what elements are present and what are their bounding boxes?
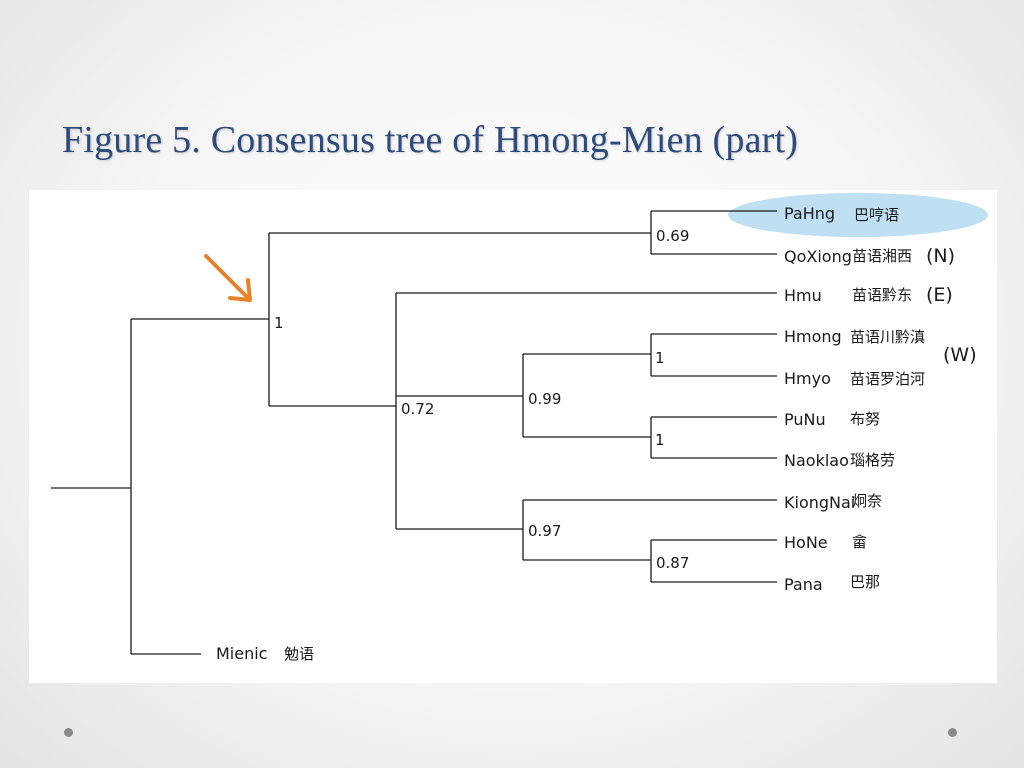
leaf-cn-qoxiong: 苗语湘西 bbox=[852, 247, 912, 265]
support-pahng-qoxiong: 0.69 bbox=[656, 227, 689, 245]
leaf-name-punu: PuNu bbox=[784, 410, 826, 429]
support-hone-pana: 0.87 bbox=[656, 554, 689, 572]
tree-figure: 0.69 1 0.72 0.99 1 1 0.97 0.87 PaHng QoX… bbox=[29, 190, 997, 683]
leaf-name-kiongnai: KiongNai bbox=[784, 493, 855, 512]
pahng-highlight bbox=[728, 193, 988, 237]
support-hmong-hmyo: 1 bbox=[655, 349, 665, 367]
group-mark-north: (N) bbox=[926, 245, 955, 267]
leaf-name-pahng: PaHng bbox=[784, 204, 835, 223]
leaf-cn-naoklao: 瑙格劳 bbox=[850, 451, 895, 469]
support-kiongnai-hone-pana: 0.97 bbox=[528, 522, 561, 540]
decorative-dot-left bbox=[64, 728, 73, 737]
group-mark-west: (W) bbox=[943, 344, 977, 366]
leaf-name-qoxiong: QoXiong bbox=[784, 247, 852, 266]
branches bbox=[51, 210, 777, 655]
leaf-name-hmyo: Hmyo bbox=[784, 369, 831, 388]
leaf-name-pana: Pana bbox=[784, 575, 823, 594]
leaf-cn-pana: 巴那 bbox=[850, 573, 880, 591]
decorative-dot-right bbox=[948, 728, 957, 737]
support-west-east: 0.72 bbox=[401, 400, 434, 418]
leaf-cn-hone: 畲 bbox=[852, 533, 867, 551]
support-hmong-hmyo-punu-naoklao: 0.99 bbox=[528, 390, 561, 408]
leaf-name-hmu: Hmu bbox=[784, 286, 822, 305]
leaf-name-mienic: Mienic bbox=[216, 644, 267, 663]
slide-title: Figure 5. Consensus tree of Hmong-Mien (… bbox=[62, 119, 799, 161]
leaf-cn-pahng: 巴哼语 bbox=[854, 206, 899, 224]
leaf-cn-mienic: 勉语 bbox=[284, 645, 314, 663]
leaf-cn-punu: 布努 bbox=[850, 410, 880, 428]
leaf-cn-hmu: 苗语黔东 bbox=[852, 286, 912, 304]
leaf-cn-hmyo: 苗语罗泊河 bbox=[850, 370, 925, 388]
support-punu-naoklao: 1 bbox=[655, 431, 665, 449]
leaf-name-hmong: Hmong bbox=[784, 327, 842, 346]
arrow-icon bbox=[204, 254, 252, 302]
leaf-name-hone: HoNe bbox=[784, 533, 828, 552]
tree-svg: 0.69 1 0.72 0.99 1 1 0.97 0.87 PaHng QoX… bbox=[51, 193, 988, 663]
leaf-cn-kiongnai: 炯奈 bbox=[852, 492, 882, 510]
leaf-cn-hmong: 苗语川黔滇 bbox=[850, 328, 925, 346]
group-mark-east: (E) bbox=[926, 284, 953, 306]
support-hmongic: 1 bbox=[274, 314, 284, 332]
leaf-name-naoklao: Naoklao bbox=[784, 451, 849, 470]
